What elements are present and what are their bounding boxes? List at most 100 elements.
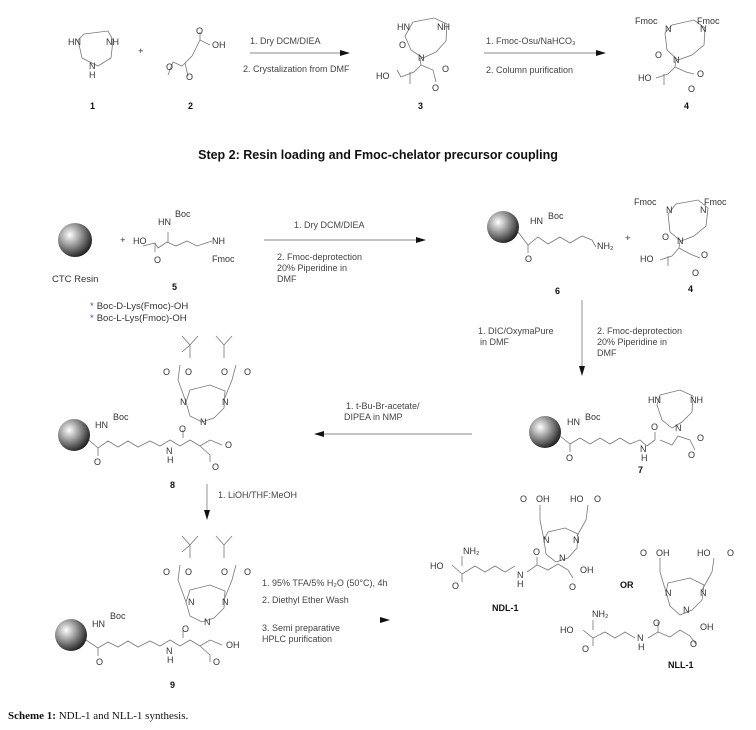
reaction-arrow-3 — [264, 237, 426, 243]
reaction-3-condition-4: DMF — [277, 274, 297, 284]
svg-text:NH₂: NH₂ — [463, 546, 480, 556]
lysine-isomer-list: *Boc-D-Lys(Fmoc)-OH *Boc-L-Lys(Fmoc)-OH — [90, 301, 188, 325]
reaction-2-condition-1: 1. Fmoc-Osu/NaHCO₃ — [486, 36, 576, 46]
svg-text:O: O — [163, 367, 170, 377]
svg-text:O: O — [154, 255, 161, 265]
compound-4-label-step2: 4 — [688, 284, 693, 294]
compound-9-structure: HN Boc O N H O N N N O O O O OH O — [85, 535, 251, 667]
reaction-3-condition-2: 2. Fmoc-deprotection — [277, 252, 362, 262]
resin-bead-icon — [487, 211, 519, 243]
compound-8-structure: HN Boc O N H O N N N O O O O O O — [88, 335, 251, 472]
svg-text:O: O — [692, 268, 699, 278]
svg-text:N: N — [700, 588, 707, 598]
svg-text:O: O — [688, 84, 695, 94]
or-label: OR — [620, 580, 634, 590]
svg-text:HO: HO — [640, 254, 654, 264]
svg-text:Fmoc: Fmoc — [697, 16, 720, 26]
svg-text:OH: OH — [226, 640, 240, 650]
svg-text:Boc: Boc — [585, 412, 601, 422]
lysine-isomer-item: *Boc-D-Lys(Fmoc)-OH — [90, 301, 188, 313]
svg-text:H: H — [167, 455, 174, 465]
svg-text:N: N — [222, 397, 229, 407]
svg-text:N: N — [573, 535, 580, 545]
svg-text:O: O — [688, 450, 695, 460]
svg-text:HN: HN — [397, 22, 410, 32]
svg-text:O: O — [594, 494, 601, 504]
svg-text:N: N — [637, 633, 644, 643]
figure-caption: Scheme 1: NDL-1 and NLL-1 synthesis. — [8, 710, 188, 722]
svg-text:NH: NH — [690, 395, 703, 405]
svg-text:N: N — [700, 205, 707, 215]
ndl-1-label: NDL-1 — [492, 603, 519, 613]
svg-text:O: O — [221, 367, 228, 377]
svg-text:N: N — [666, 205, 673, 215]
svg-text:O: O — [163, 567, 170, 577]
svg-text:HO: HO — [570, 494, 584, 504]
svg-text:N: N — [200, 417, 207, 427]
compound-2-label: 2 — [188, 101, 193, 111]
svg-text:N: N — [677, 236, 684, 246]
svg-text:Boc: Boc — [113, 412, 129, 422]
isomer-name: Boc-L-Lys(Fmoc)-OH — [96, 313, 187, 324]
svg-text:O: O — [213, 657, 220, 667]
svg-text:H: H — [167, 655, 174, 665]
reaction-arrow-6 — [204, 484, 210, 520]
reaction-7-condition-4: HPLC purification — [262, 634, 332, 644]
svg-text:O: O — [442, 64, 449, 74]
svg-text:NH₂: NH₂ — [597, 241, 614, 251]
svg-text:N: N — [673, 55, 680, 65]
svg-text:O: O — [640, 548, 647, 558]
svg-text:HN: HN — [158, 217, 171, 227]
svg-text:O: O — [185, 367, 192, 377]
reaction-5-condition-2: DIPEA in NMP — [344, 412, 403, 422]
resin-bead-icon — [58, 223, 92, 257]
svg-text:HO: HO — [430, 561, 444, 571]
reaction-4-condition-4: 20% Piperidine in — [597, 337, 667, 347]
svg-text:O: O — [653, 618, 660, 628]
star-icon: * — [90, 301, 94, 312]
svg-text:O: O — [662, 232, 669, 242]
svg-text:HO: HO — [560, 625, 574, 635]
svg-text:O: O — [520, 494, 527, 504]
svg-text:HO: HO — [376, 71, 390, 81]
reaction-4-condition-5: DMF — [597, 348, 617, 358]
reaction-2-condition-2: 2. Column purification — [486, 65, 573, 75]
svg-text:HO: HO — [133, 236, 147, 246]
svg-text:N: N — [166, 446, 173, 456]
caption-text: NDL-1 and NLL-1 synthesis. — [58, 710, 189, 722]
svg-text:N: N — [665, 588, 672, 598]
reaction-7-condition-3: 3. Semi preparative — [262, 623, 340, 633]
svg-text:O: O — [525, 254, 532, 264]
svg-text:N: N — [89, 61, 96, 71]
svg-text:O: O — [96, 657, 103, 667]
svg-text:O: O — [651, 422, 658, 432]
svg-text:O: O — [179, 424, 186, 434]
reaction-arrow-7 — [380, 617, 390, 623]
svg-text:N: N — [180, 397, 187, 407]
svg-text:O: O — [244, 367, 251, 377]
svg-text:OH: OH — [580, 565, 594, 575]
svg-text:HN: HN — [648, 395, 661, 405]
svg-text:O: O — [244, 567, 251, 577]
star-icon: * — [90, 313, 94, 324]
svg-text:O: O — [566, 453, 573, 463]
svg-text:O: O — [182, 624, 189, 634]
reaction-arrow-2 — [484, 50, 606, 56]
svg-text:NH₂: NH₂ — [592, 609, 609, 619]
compound-3-structure: HN NH N O HO O O — [376, 17, 450, 93]
svg-text:H: H — [517, 579, 524, 589]
reaction-3-condition-1: 1. Dry DCM/DIEA — [294, 220, 365, 230]
svg-text:H: H — [638, 642, 645, 652]
svg-text:H: H — [641, 453, 648, 463]
reaction-5-condition-1: 1. t-Bu-Br-acetate/ — [346, 401, 420, 411]
plus-sign: + — [625, 233, 631, 244]
svg-text:Boc: Boc — [548, 211, 564, 221]
svg-text:N: N — [517, 570, 524, 580]
svg-text:HN: HN — [68, 37, 81, 47]
svg-text:OH: OH — [700, 622, 714, 632]
svg-text:O: O — [452, 581, 459, 591]
reaction-4-condition-2: in DMF — [480, 337, 510, 347]
svg-text:N: N — [559, 553, 566, 563]
ndl-1-structure: NH₂ HO O N H O N N N O OH HO O OH O — [430, 494, 601, 592]
